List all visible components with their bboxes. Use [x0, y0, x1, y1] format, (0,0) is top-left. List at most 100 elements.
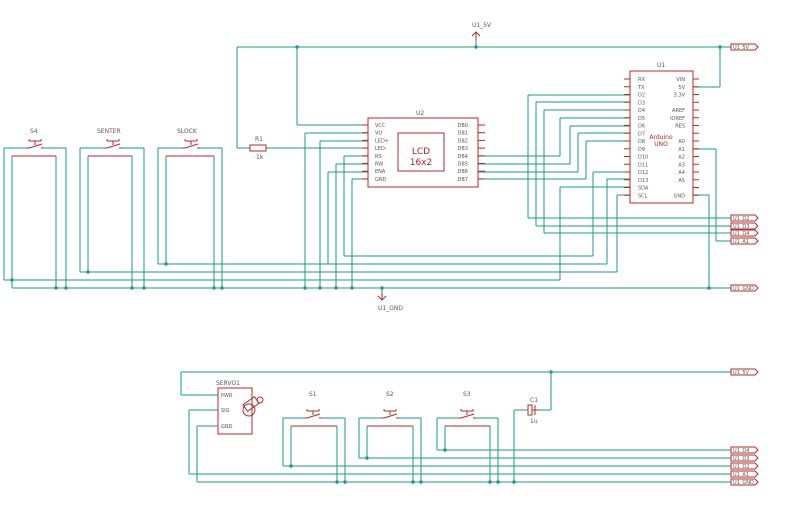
c1-value: 1u	[530, 418, 538, 425]
svg-text:U1_D4: U1_D4	[733, 231, 749, 237]
pin-label: A3	[678, 162, 685, 168]
pin-label: VIN	[676, 77, 685, 83]
pin-label: D3	[638, 100, 645, 106]
pin-label: VCC	[375, 123, 386, 129]
net-label: U1_A1	[730, 470, 759, 478]
net-label: U1_D4	[730, 446, 759, 454]
switch-s3[interactable]: S3	[445, 391, 490, 427]
pin-label: D2	[638, 93, 645, 99]
r1-name: R1	[255, 136, 263, 143]
pin-label: A1	[678, 147, 685, 153]
c1-name: C1	[530, 397, 538, 404]
capacitor-c1[interactable]: C1 1u	[527, 397, 539, 425]
pin-label: DB4	[458, 154, 468, 160]
switch-slock[interactable]: SLOCK	[166, 128, 214, 157]
junctions-bottom	[289, 370, 553, 484]
net-label: U1_A1	[730, 237, 759, 245]
pin-label: RW	[375, 162, 383, 168]
net-label: U1_GND	[730, 478, 759, 486]
svg-text:U1_A1: U1_A1	[733, 472, 749, 478]
net-label: U1_GND	[730, 284, 759, 292]
pin-label: D4	[638, 108, 645, 114]
arduino-u1[interactable]: U1 Arduino UNO RXTXD2D3D4D5D6D7D8D9D10D1…	[624, 62, 699, 204]
pin-label: A4	[678, 170, 685, 176]
switch-s4[interactable]: S4	[12, 128, 56, 157]
net-label: U1_5V	[730, 368, 759, 376]
s2-label: S2	[386, 391, 394, 398]
lcd-title-line2: 16x2	[410, 158, 433, 168]
svg-text:U1_D3: U1_D3	[733, 456, 749, 462]
pin-label: SDA	[638, 186, 649, 192]
resistor-r1[interactable]: R1 1k	[249, 136, 267, 161]
pin-label: LED-	[375, 146, 387, 152]
switch-senter[interactable]: SENTER	[88, 128, 132, 157]
gnd-label: U1_GND	[378, 305, 403, 312]
pin-label: DB0	[458, 123, 468, 129]
pin-label: RS	[375, 154, 382, 160]
pin-label: D8	[638, 139, 645, 145]
pin-label: D6	[638, 124, 645, 130]
u2-name: U2	[416, 110, 424, 117]
pin-label: A0	[678, 139, 685, 145]
pin-label: DB7	[458, 177, 468, 183]
pin-label: IOREF	[670, 116, 685, 122]
switch-s2[interactable]: S2	[367, 391, 413, 427]
r1-value: 1k	[256, 154, 264, 161]
pin-label: D12	[638, 170, 648, 176]
pin-label: DB6	[458, 169, 468, 175]
pin-label: A2	[678, 155, 685, 161]
u1-name: U1	[657, 62, 665, 69]
svg-text:U1_5V: U1_5V	[733, 370, 750, 376]
wires-bottom	[180, 371, 731, 483]
arduino-title-line2: UNO	[654, 141, 668, 148]
pin-label: D11	[638, 162, 648, 168]
servo-pin-gnd: GND	[221, 424, 233, 430]
pin-label: TX	[637, 85, 645, 91]
svg-text:U1_D3: U1_D3	[733, 224, 749, 230]
svg-text:U1_A1: U1_A1	[733, 239, 749, 245]
net-label: U1_D4	[730, 229, 759, 237]
pin-label: D10	[638, 155, 648, 161]
supply-5v-symbol: U1_5V	[471, 22, 492, 40]
svg-text:U1_D2: U1_D2	[733, 464, 749, 470]
pin-label: RES	[675, 124, 685, 130]
supply-5v-label: U1_5V	[472, 22, 492, 29]
s4-label: S4	[30, 128, 38, 135]
pin-label: GND	[375, 177, 387, 183]
svg-text:U1_GND: U1_GND	[733, 480, 754, 486]
pin-label: A5	[678, 178, 685, 184]
lcd-title-line1: LCD	[412, 147, 430, 157]
pin-label: SCL	[638, 193, 648, 199]
pin-label: D9	[638, 147, 645, 153]
pin-label: D7	[638, 131, 645, 137]
net-label: U1_D2	[730, 214, 759, 222]
pin-label: 5V	[678, 85, 685, 91]
s3-label: S3	[463, 391, 471, 398]
servo-name: SERVO1	[216, 380, 240, 387]
net-label: U1_D2	[730, 462, 759, 470]
svg-text:U1_D2: U1_D2	[733, 216, 749, 222]
pin-label: DB2	[458, 138, 468, 144]
wires-top	[3, 38, 731, 296]
svg-text:U1_GND: U1_GND	[733, 286, 754, 292]
pin-label: D5	[638, 116, 645, 122]
gnd-symbol: U1_GND	[377, 292, 403, 312]
pin-label: VO	[375, 131, 382, 137]
pin-label: RX	[638, 77, 645, 83]
net-label: U1_5V	[730, 43, 759, 51]
servo-pin-pwr: PWR	[221, 393, 233, 399]
junctions-top	[10, 45, 722, 290]
servo-pin-sig: SIG	[221, 408, 230, 414]
servo-servo1[interactable]: SERVO1 PWR SIG GND	[216, 380, 264, 435]
switch-s1[interactable]: S1	[291, 391, 337, 427]
pin-label: DB3	[458, 146, 468, 152]
pin-label: D13	[638, 178, 648, 184]
svg-text:U1_5V: U1_5V	[733, 45, 750, 51]
pin-label: DB1	[458, 131, 468, 137]
pin-label: ENA	[375, 169, 386, 175]
